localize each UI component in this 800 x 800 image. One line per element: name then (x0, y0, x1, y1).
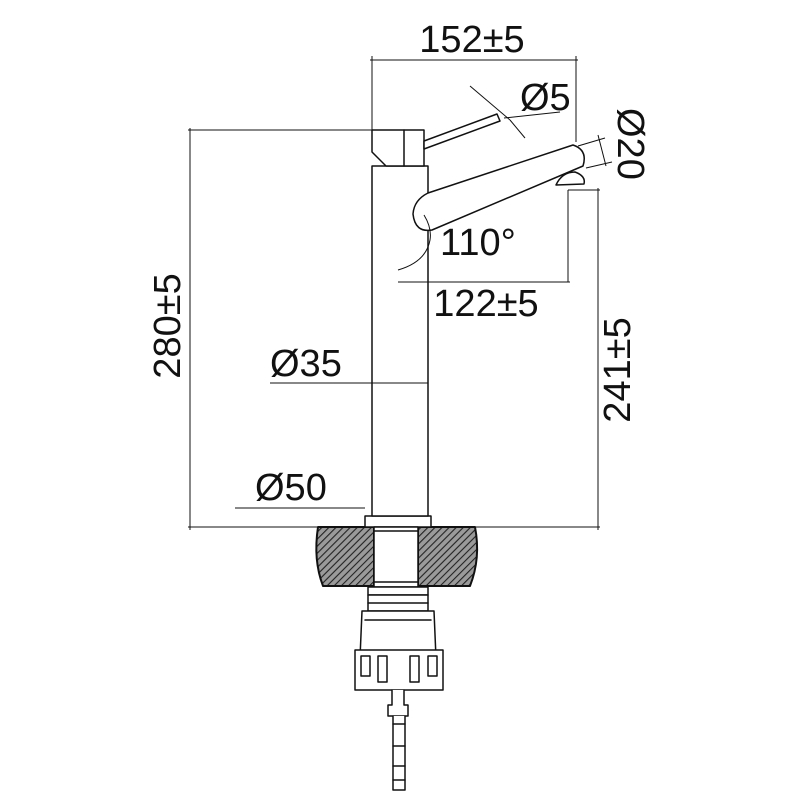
handle-cap (371, 129, 425, 167)
dimension-lines (188, 56, 613, 530)
lever (423, 113, 501, 150)
supply-hose (387, 689, 409, 791)
spout-reach-label: 122±5 (433, 283, 538, 325)
spout (412, 144, 586, 232)
lever-diameter-label: Ø5 (520, 77, 571, 119)
swivel-angle-label: 110° (440, 222, 516, 264)
fixing-nut-assembly (354, 586, 444, 691)
countertop-section (315, 526, 479, 587)
top-width-label: 152±5 (419, 19, 524, 61)
spout-height-label: 241±5 (597, 317, 639, 422)
total-height-label: 280±5 (147, 273, 189, 378)
body-diameter-label: Ø35 (270, 343, 342, 385)
base-diameter-label: Ø50 (255, 467, 327, 509)
spout-diameter-label: Ø20 (609, 108, 651, 180)
